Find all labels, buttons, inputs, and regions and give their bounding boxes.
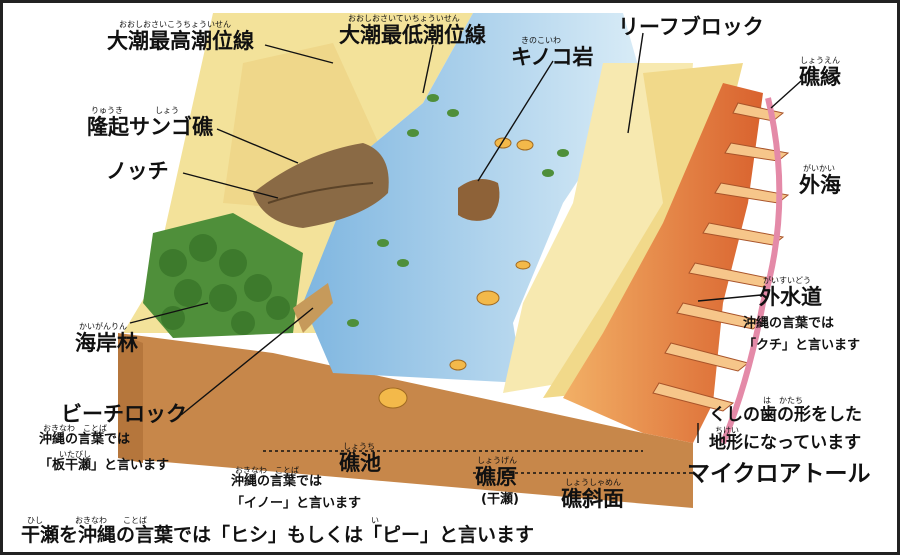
comb-ruby-1: は かたち	[763, 396, 803, 405]
notch-rock	[253, 143, 389, 228]
comb-teeth	[652, 102, 790, 412]
comb-note-1: くしの歯の形をした	[709, 405, 862, 425]
footer-text: 干瀬を沖縄の言葉では「ヒシ」もしくは「ピー」と言います	[21, 524, 535, 546]
uplifted-coral-label: 隆起サンゴ礁	[87, 115, 213, 139]
coastal-forest-label: 海岸林	[75, 331, 138, 355]
outer-channel-note-1: 沖縄の言葉では	[743, 316, 835, 331]
beach-rock-note-2-ruby: いたびし	[59, 450, 91, 459]
footer-ruby: ひし おきなわ ことば い	[27, 516, 379, 525]
beach-rock-label: ビーチロック	[61, 402, 187, 426]
beach-rock-note-ruby: おきなわ ことば	[43, 424, 107, 433]
outer-fringe	[720, 97, 783, 445]
reef-edge-label: 礁縁	[799, 65, 841, 89]
outer-channel-ruby: がいすいどう	[763, 276, 811, 285]
reef-slope	[563, 83, 763, 443]
open-sea-ruby: がいかい	[803, 164, 835, 173]
coastal-forest	[143, 213, 303, 338]
reef-pond-ruby: しょうち	[343, 442, 375, 451]
low-tide-line-label: 大潮最低潮位線	[339, 23, 486, 47]
low-tide-ruby: おおしおさいていちょういせん	[348, 14, 460, 23]
reef-slope-ruby: しょうしゃめん	[565, 478, 621, 487]
mushroom-rock-label: キノコ岩	[511, 45, 594, 69]
high-tide-line-label: 大潮最高潮位線	[107, 29, 254, 53]
mushroom-rock-ruby: きのこいわ	[521, 36, 561, 45]
reef-flat-label: 礁原	[475, 465, 517, 489]
micro-atoll-label: マイクロアトール	[687, 461, 871, 487]
reef-pond-note-1: 沖縄の言葉では	[231, 474, 323, 489]
mushroom-rock	[458, 179, 500, 221]
uplifted-coral-ruby: りゅうき しょう	[91, 106, 179, 115]
notch-label: ノッチ	[106, 159, 169, 183]
reef-pond-note-2: 「イノー」と言います	[231, 496, 362, 511]
coastal-forest-ruby: かいがんりん	[79, 322, 127, 331]
comb-ruby-2: ちけい	[715, 426, 739, 435]
beach-rock-note-1: 沖縄の言葉では	[39, 432, 131, 447]
high-tide-ruby: おおしおさいこうちょういせん	[119, 20, 231, 29]
earth-cross-section	[118, 333, 693, 508]
reef-flat-ruby: しょうげん	[477, 456, 517, 465]
reef-edge-ruby: しょうえん	[800, 56, 840, 65]
outer-channel-label: 外水道	[759, 285, 822, 309]
outer-channel-note-2: 「クチ」と言います	[743, 338, 861, 353]
reef-slope-label: 礁斜面	[561, 487, 624, 511]
reef-pond-label: 礁池	[339, 451, 381, 475]
reef-flat	[503, 63, 693, 393]
reef-illustration	[118, 13, 802, 508]
reef-block-band	[543, 63, 743, 398]
reef-flat-sub: (干瀬)	[481, 492, 519, 507]
open-sea-label: 外海	[799, 173, 841, 197]
reef-pond-note-ruby: おきなわ ことば	[235, 466, 299, 475]
reef-block-label: リーフブロック	[618, 15, 764, 39]
comb-note-2: 地形になっています	[709, 433, 862, 453]
beach-rock-note-2: 「板干瀬」と言います	[39, 458, 170, 473]
